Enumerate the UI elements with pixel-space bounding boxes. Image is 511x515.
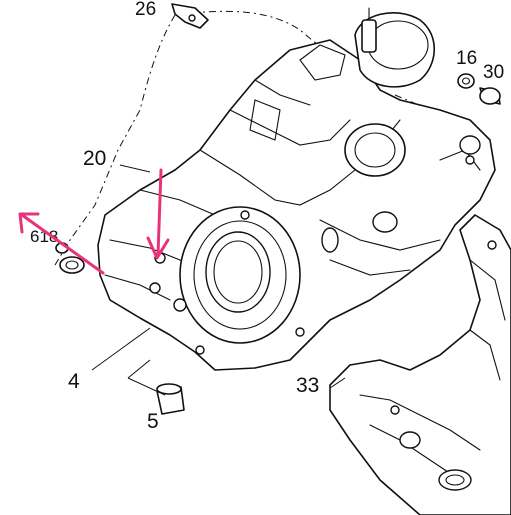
annotation-arrow-down — [146, 168, 170, 260]
bearing-bore — [179, 206, 301, 344]
secondary-bore — [321, 123, 481, 253]
crankcase-left-half — [97, 39, 496, 371]
annotation-arrow-left — [18, 212, 105, 275]
callout-26: 26 — [135, 0, 156, 20]
leader-lines — [91, 164, 346, 396]
washer-part-16 — [457, 73, 475, 89]
cover-cap — [354, 7, 435, 88]
callout-618: 618 — [30, 227, 58, 246]
crankcase-right-half — [329, 214, 511, 515]
callout-5: 5 — [147, 410, 159, 433]
top-bracket — [171, 3, 209, 29]
seal-rings — [55, 242, 85, 274]
callout-30: 30 — [483, 62, 504, 83]
callout-4: 4 — [68, 370, 80, 393]
callout-16: 16 — [456, 48, 477, 69]
bolt-part-30 — [479, 87, 501, 105]
callout-20: 20 — [83, 147, 106, 170]
dowel-pin-part-5 — [156, 383, 185, 415]
callout-33: 33 — [296, 374, 319, 397]
